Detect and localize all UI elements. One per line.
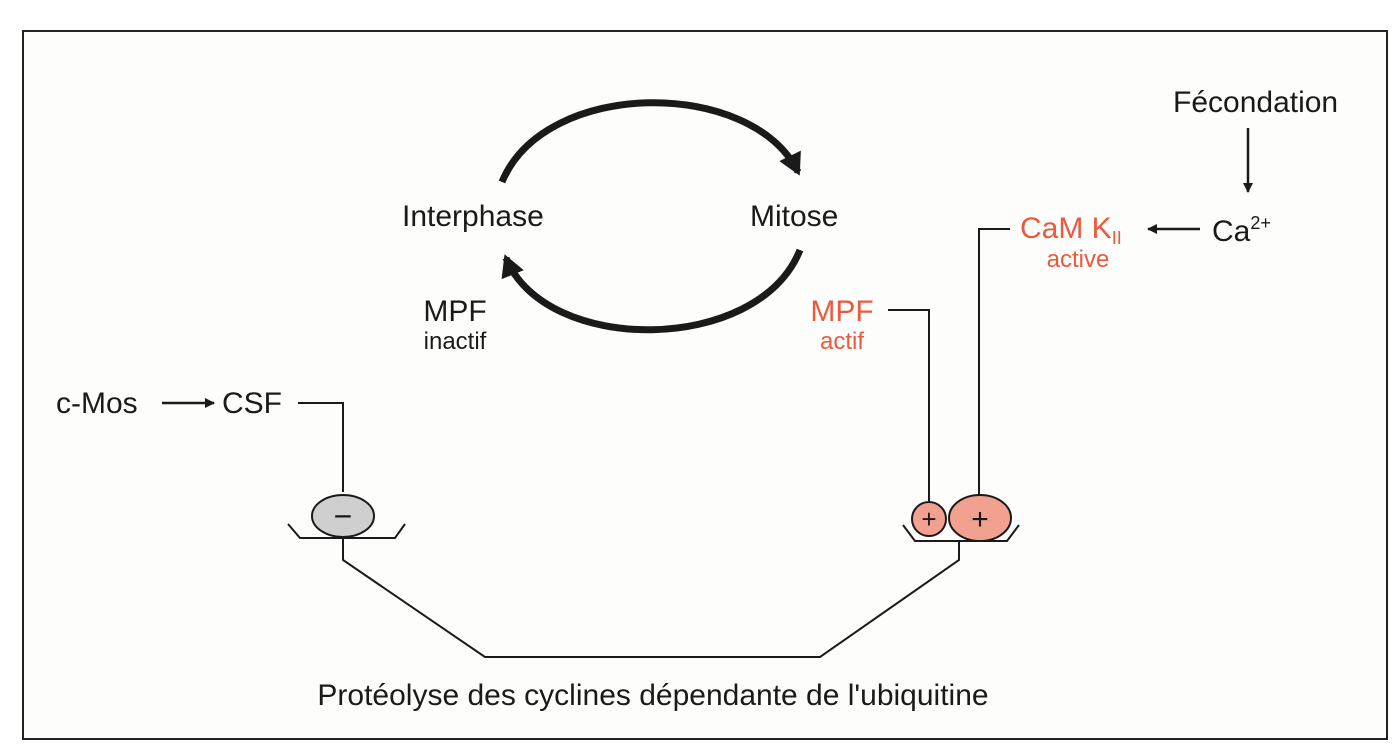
cmos-label: c-Mos [56,387,138,420]
diagram-frame [22,30,1388,740]
camk-connector [978,228,1010,496]
camk-label: CaM KII [1020,212,1122,248]
proteolysis-label: Protéolyse des cyclines dépendante de l'… [317,679,989,712]
activator-plus-small [911,501,947,537]
camk-subscript: II [1111,228,1122,248]
fertilization-label: Fécondation [1173,86,1339,119]
plus-sign-large: + [971,503,989,536]
left-tray [287,523,406,539]
cycle-arrow-bottom [501,248,804,334]
camk-name: CaM K [1020,212,1112,245]
mpf-active-connector [888,309,930,501]
calcium-base: Ca [1212,215,1251,248]
mpf-active-state: actif [819,328,865,355]
mpf-inactive-name: MPF [423,295,487,328]
proteolysis-pathway [342,538,960,658]
right-tray [902,524,1020,542]
plus-sign-small: + [921,504,936,534]
activator-plus-large [948,494,1012,542]
cycle-arrow-top [498,99,802,184]
csf-connector [298,402,344,492]
mpf-inactive-state: inactif [423,328,487,355]
inhibitor-minus-oval [311,494,375,538]
csf-label: CSF [222,387,282,420]
minus-sign: − [334,498,353,534]
calcium-superscript: 2+ [1250,213,1271,233]
camk-state: active [1046,246,1110,273]
calcium-label: Ca2+ [1212,214,1271,247]
mitose-label: Mitose [750,200,839,233]
mpf-active-name: MPF [810,295,874,328]
interphase-label: Interphase [402,200,544,233]
